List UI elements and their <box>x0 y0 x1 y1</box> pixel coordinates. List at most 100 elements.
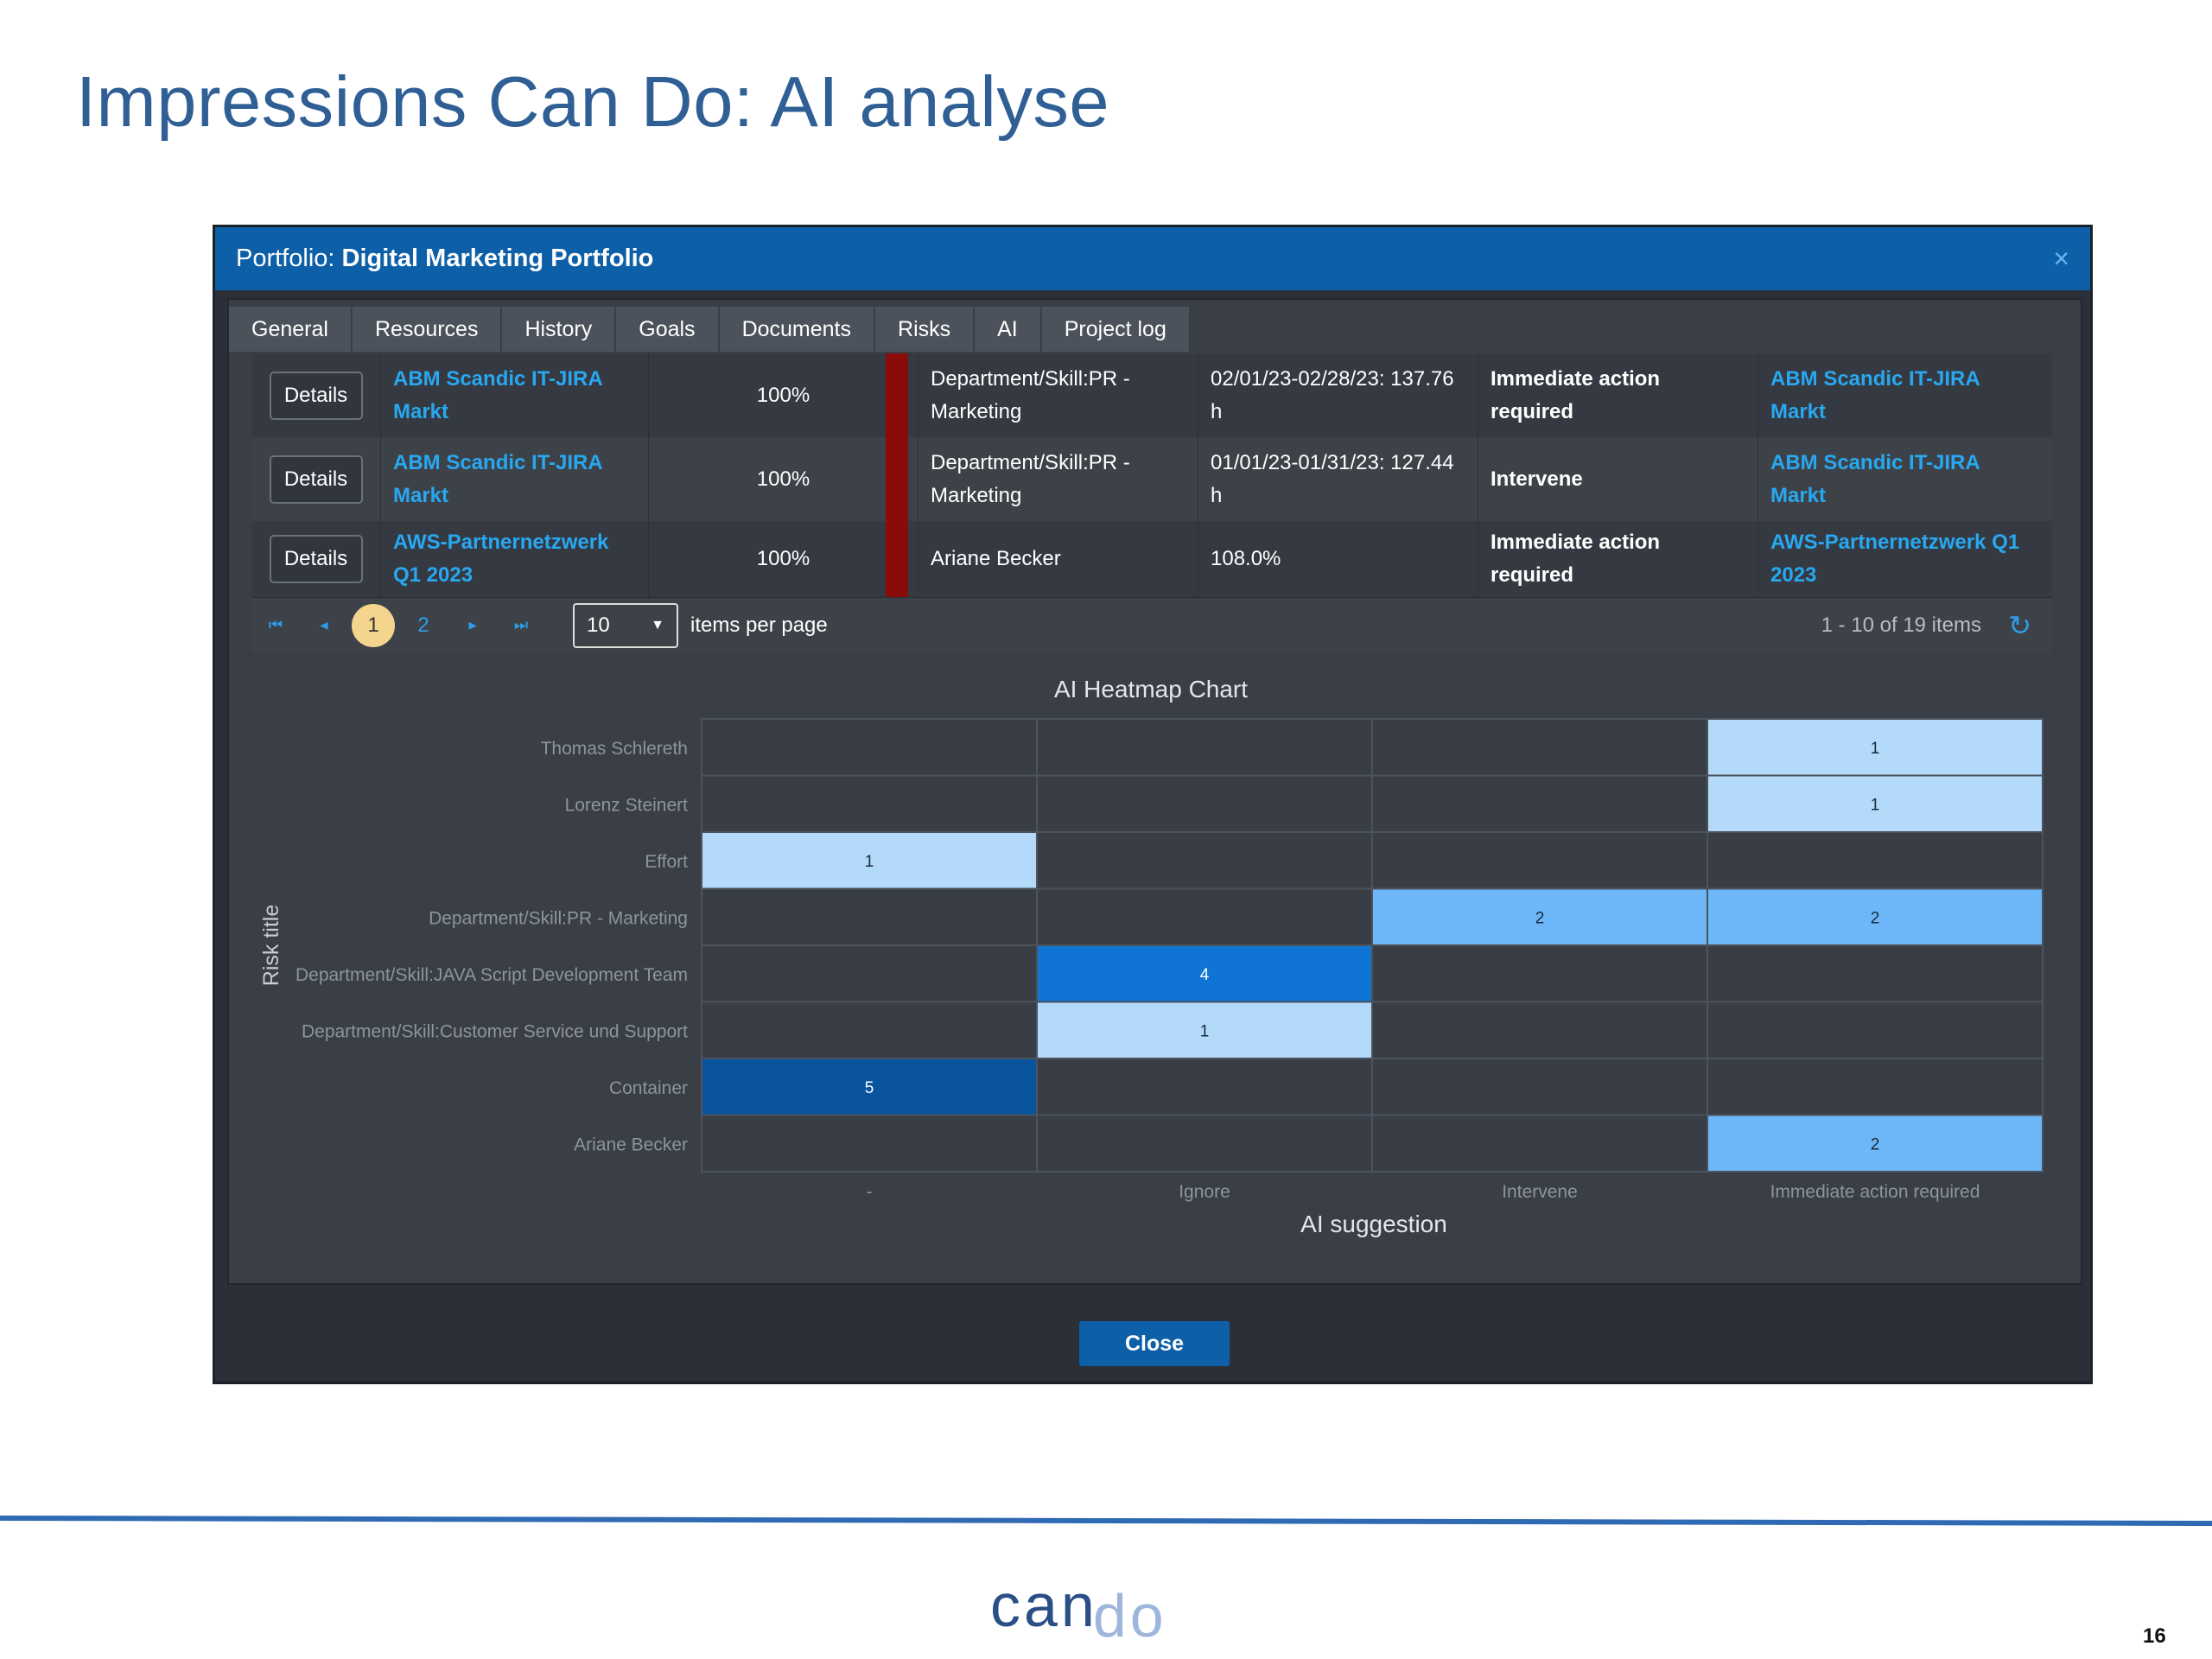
items-per-page-label: items per page <box>690 613 828 637</box>
x-tick-label: - <box>867 1182 873 1202</box>
heatmap-cell[interactable] <box>1707 944 2044 1003</box>
tab-goals[interactable]: Goals <box>616 307 720 352</box>
next-page-icon[interactable]: ▸ <box>468 616 477 633</box>
details-button[interactable]: Details <box>269 454 363 504</box>
y-tick-label: Department/Skill:JAVA Script Development… <box>296 965 688 985</box>
heatmap-cell[interactable] <box>1036 1058 1373 1116</box>
table-cell: Details <box>251 353 381 437</box>
y-tick-label: Lorenz Steinert <box>565 795 689 815</box>
heatmap-cell[interactable] <box>1036 944 1373 1003</box>
related-project-link[interactable]: AWS-Partnernetzwerk Q1 2023 <box>1770 531 2020 587</box>
details-button[interactable]: Details <box>269 371 363 420</box>
suggestion-cell: Immediate action required <box>1478 353 1758 437</box>
period-cell: 108.0% <box>1198 521 1478 597</box>
table-row: Details ABM Scandic IT-JIRA Markt 100% D… <box>251 437 2052 521</box>
heatmap-cell[interactable] <box>1036 831 1373 890</box>
percent-cell: 100% <box>649 353 918 437</box>
items-per-page-select[interactable]: 10 ▼ <box>573 602 678 648</box>
percent-cell: 100% <box>649 437 918 521</box>
heatmap-cell[interactable] <box>701 1001 1038 1059</box>
y-tick-label: Department/Skill:Customer Service und Su… <box>302 1021 688 1041</box>
resource-cell: Department/Skill:PR - Marketing <box>918 437 1198 521</box>
heatmap-value-label: 4 <box>1200 966 1210 984</box>
heatmap-value-label: 2 <box>1871 1135 1880 1154</box>
heatmap-value-label: 1 <box>1871 740 1880 758</box>
tab-ai[interactable]: AI <box>975 307 1042 352</box>
pager: ⏮ ◂ 1 2 ▸ ⏭ 10 ▼ items per page 1 - 10 o… <box>251 597 2052 652</box>
related-project-link[interactable]: ABM Scandic IT-JIRA Markt <box>1770 450 1980 507</box>
page-1-button[interactable]: 1 <box>352 603 395 647</box>
table-row: Details ABM Scandic IT-JIRA Markt 100% D… <box>251 353 2052 437</box>
heatmap-cell[interactable] <box>701 718 1038 777</box>
refresh-icon[interactable]: ↻ <box>2008 609 2031 641</box>
heatmap-cell[interactable] <box>1036 1114 1373 1173</box>
heatmap-value-label: 2 <box>1871 909 1880 927</box>
heatmap-cell[interactable] <box>701 887 1038 946</box>
pager-info: 1 - 10 of 19 items <box>1821 613 1981 637</box>
suggestion-cell: Immediate action required <box>1478 521 1758 597</box>
page-number: 16 <box>2143 1624 2166 1648</box>
chart-title: AI Heatmap Chart <box>1054 676 1248 702</box>
heatmap-cell[interactable] <box>1036 887 1373 946</box>
tab-documents[interactable]: Documents <box>719 307 876 352</box>
heatmap-cell[interactable] <box>1707 1114 2044 1173</box>
logo-can: can <box>990 1572 1098 1639</box>
x-axis-title: AI suggestion <box>1300 1211 1447 1237</box>
resource-cell: Ariane Becker <box>918 521 1198 597</box>
y-tick-label: Ariane Becker <box>574 1135 688 1154</box>
heatmap-cell[interactable] <box>1371 1058 1708 1116</box>
status-indicator-bar <box>886 353 908 597</box>
y-axis-title: Risk title <box>259 905 283 986</box>
page-2-button[interactable]: 2 <box>417 613 429 637</box>
heatmap-cell[interactable] <box>1371 1114 1708 1173</box>
project-link[interactable]: AWS-Partnernetzwerk Q1 2023 <box>381 521 649 597</box>
suggestion-cell: Intervene <box>1478 437 1758 521</box>
heatmap-cell[interactable] <box>701 1114 1038 1173</box>
percent-cell: 100% <box>649 521 918 597</box>
table-row: Details AWS-Partnernetzwerk Q1 2023 100%… <box>251 521 2052 597</box>
heatmap-cell[interactable] <box>1371 831 1708 890</box>
close-icon[interactable]: × <box>2053 243 2069 274</box>
heatmap-cell[interactable] <box>1707 1001 2044 1059</box>
tab-general[interactable]: General <box>229 307 353 352</box>
heatmap-value-label: 5 <box>865 1079 874 1097</box>
heatmap-cell[interactable] <box>1371 774 1708 833</box>
last-page-icon[interactable]: ⏭ <box>513 616 529 633</box>
period-cell: 01/01/23-01/31/23: 127.44 h <box>1198 437 1478 521</box>
heatmap-cell[interactable] <box>1036 774 1373 833</box>
x-tick-label: Intervene <box>1502 1182 1578 1202</box>
heatmap-cell[interactable] <box>701 1058 1038 1116</box>
heatmap-cell[interactable] <box>701 944 1038 1003</box>
prev-page-icon[interactable]: ◂ <box>320 616 328 633</box>
tab-bar: General Resources History Goals Document… <box>229 307 1191 352</box>
cando-logo: cando <box>990 1571 1173 1649</box>
heatmap-cell[interactable] <box>1707 887 2044 946</box>
project-link[interactable]: ABM Scandic IT-JIRA Markt <box>381 353 649 437</box>
heatmap-cell[interactable] <box>1371 887 1708 946</box>
heatmap-cell[interactable] <box>1707 1058 2044 1116</box>
heatmap-cell[interactable] <box>1707 831 2044 890</box>
tab-project-log[interactable]: Project log <box>1041 307 1191 352</box>
first-page-icon[interactable]: ⏮ <box>268 616 283 633</box>
heatmap-cell[interactable] <box>1371 944 1708 1003</box>
logo-do: do <box>1092 1582 1167 1649</box>
project-link[interactable]: ABM Scandic IT-JIRA Markt <box>381 437 649 521</box>
heatmap-cell[interactable] <box>701 774 1038 833</box>
table-cell: Details <box>251 521 381 597</box>
dialog-title-prefix: Portfolio: <box>236 245 342 272</box>
tab-history[interactable]: History <box>502 307 617 352</box>
heatmap-value-label: 1 <box>1200 1022 1210 1040</box>
dialog-header: Portfolio: Digital Marketing Portfolio × <box>215 227 2090 290</box>
heatmap-cell[interactable] <box>1371 718 1708 777</box>
related-project-link[interactable]: ABM Scandic IT-JIRA Markt <box>1770 366 1980 423</box>
x-tick-label: Ignore <box>1179 1182 1230 1202</box>
close-button[interactable]: Close <box>1079 1321 1230 1366</box>
heatmap-cell[interactable] <box>1036 718 1373 777</box>
heatmap-value-label: 2 <box>1535 909 1545 927</box>
tab-resources[interactable]: Resources <box>352 307 503 352</box>
heatmap-cell[interactable] <box>1371 1001 1708 1059</box>
tab-risks[interactable]: Risks <box>875 307 976 352</box>
ai-grid: Details ABM Scandic IT-JIRA Markt 100% D… <box>251 353 2052 652</box>
details-button[interactable]: Details <box>269 535 363 583</box>
